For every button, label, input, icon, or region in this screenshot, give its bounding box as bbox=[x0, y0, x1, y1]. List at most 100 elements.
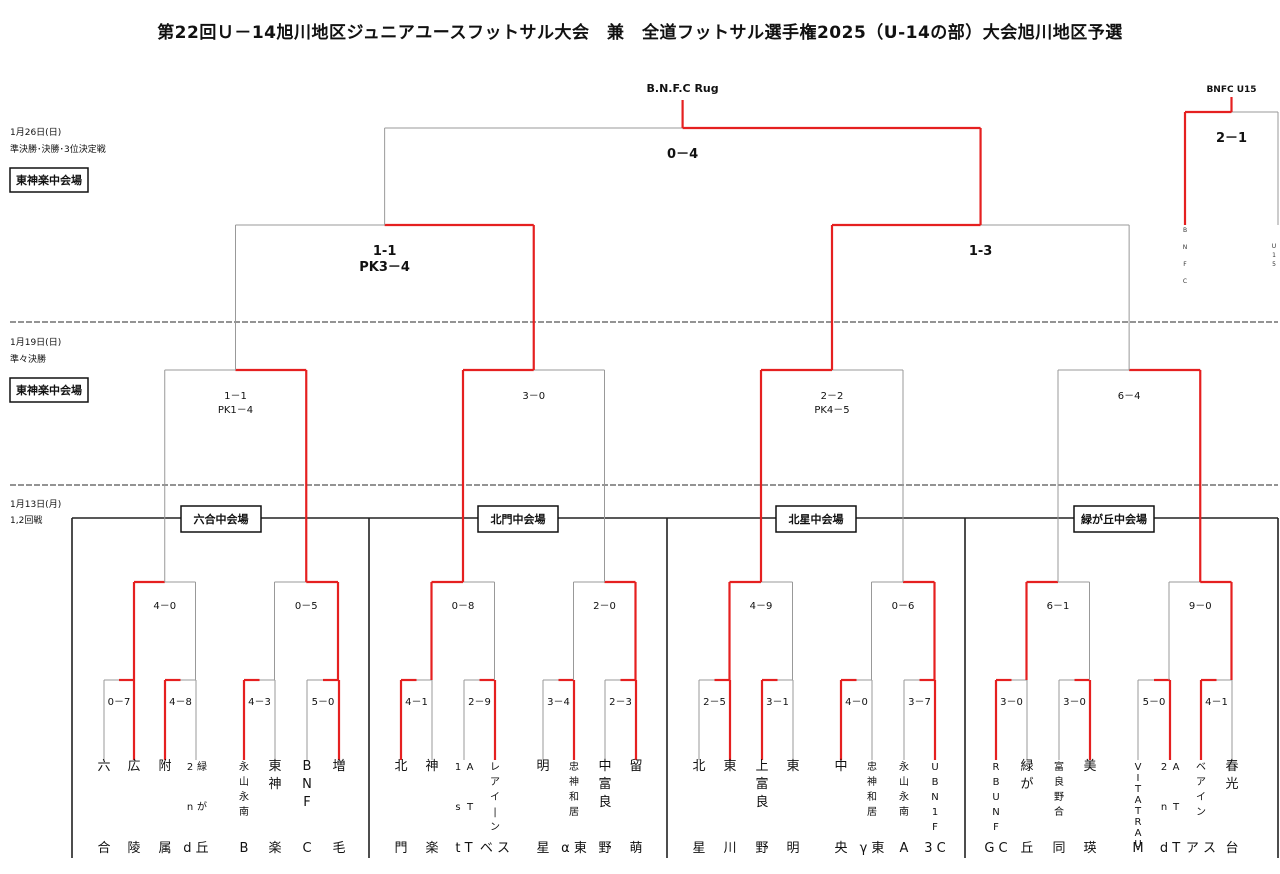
r2-score: 0－5 bbox=[295, 601, 318, 612]
team-char: 富 bbox=[755, 776, 768, 792]
venue-box: 北門中会場 bbox=[477, 505, 559, 533]
team-char: 永 bbox=[239, 790, 249, 803]
r1-score: 3－0 bbox=[1063, 697, 1086, 708]
side-team-char: U bbox=[1272, 243, 1276, 250]
round-date: 1月26日(日) bbox=[10, 127, 61, 138]
qf-pk-score: PK1－4 bbox=[218, 405, 253, 416]
team-char: 良 bbox=[598, 794, 611, 810]
r2-score: 0－8 bbox=[452, 601, 475, 612]
champion-label: B.N.F.C Rug bbox=[647, 82, 719, 95]
venue-rect bbox=[477, 505, 559, 533]
team-char: A bbox=[1135, 795, 1142, 806]
venue-label: 六合中会場 bbox=[194, 512, 249, 526]
r2-score: 2－0 bbox=[593, 601, 616, 612]
team-char: A bbox=[1135, 828, 1142, 839]
side-team-char: 1 bbox=[1272, 252, 1276, 259]
team-char: 上 bbox=[755, 759, 768, 774]
team-char: 広 bbox=[127, 759, 140, 774]
round-desc: 準々決勝 bbox=[10, 353, 46, 365]
side-team-char: N bbox=[1183, 244, 1188, 251]
team-char: | bbox=[493, 807, 496, 818]
team-char: が bbox=[1020, 777, 1033, 792]
team-char: 北 bbox=[394, 759, 407, 774]
team-char: ア bbox=[490, 777, 500, 788]
side-team-char: F bbox=[1183, 261, 1187, 268]
team-char: U bbox=[1134, 839, 1141, 850]
team-char: F bbox=[303, 795, 310, 810]
venue-label: 緑が丘中会場 bbox=[1081, 512, 1147, 526]
round-desc: 準決勝･決勝･3位決定戦 bbox=[10, 143, 106, 155]
venue-rect bbox=[775, 505, 857, 533]
team-char: 永 bbox=[899, 760, 909, 773]
team-name-bottom: 央 bbox=[834, 841, 847, 856]
side-team-char: B bbox=[1183, 227, 1187, 234]
r1-score: 4－1 bbox=[1205, 697, 1228, 708]
venue-label: 北門中会場 bbox=[491, 512, 546, 526]
r1-score: 4－3 bbox=[248, 697, 271, 708]
team-name-bottom: 属 bbox=[158, 841, 171, 856]
r1-score: 3－0 bbox=[1000, 697, 1023, 708]
round-venue-box: 東神楽中会場 bbox=[9, 377, 89, 403]
team-name-bottom: 萌 bbox=[629, 841, 642, 856]
team-char: が bbox=[197, 800, 207, 813]
side-team-char: 5 bbox=[1272, 261, 1276, 268]
team-char: 北 bbox=[692, 759, 705, 774]
team-char: U bbox=[931, 762, 938, 773]
r2-score: 0－6 bbox=[892, 601, 915, 612]
r1-score: 3－1 bbox=[766, 697, 789, 708]
team-name-bottom: d T bbox=[1160, 841, 1180, 856]
r2-score: 4－0 bbox=[153, 601, 176, 612]
team-char: U bbox=[992, 792, 999, 803]
round-venue-label: 東神楽中会場 bbox=[16, 383, 82, 397]
r1-score: 2－3 bbox=[609, 697, 632, 708]
team-char: T bbox=[1134, 806, 1142, 817]
team-char: イ bbox=[1196, 792, 1206, 803]
team-char: B bbox=[303, 759, 312, 774]
team-char: F bbox=[993, 822, 999, 833]
round-date: 1月13日(月) bbox=[10, 499, 61, 510]
team-char: 中 bbox=[834, 759, 847, 774]
team-char: A bbox=[1173, 762, 1180, 773]
team-char: 1 bbox=[455, 762, 461, 773]
team-char: B bbox=[993, 777, 1000, 788]
r1-score: 3－4 bbox=[547, 697, 570, 708]
r2-score: 6－1 bbox=[1047, 601, 1070, 612]
team-char: R bbox=[993, 762, 1000, 773]
team-name-bottom: 陵 bbox=[127, 841, 140, 856]
r2-score: 9－0 bbox=[1189, 601, 1212, 612]
team-char: B bbox=[932, 777, 939, 788]
team-char: 神 bbox=[569, 775, 579, 788]
venue-rect bbox=[1073, 505, 1155, 533]
team-name-bottom: 門 bbox=[394, 841, 407, 856]
team-char: 光 bbox=[1225, 777, 1238, 792]
team-name-bottom: M bbox=[1132, 841, 1143, 856]
team-name-bottom: γ 東 bbox=[860, 840, 885, 856]
team-name-bottom: A bbox=[900, 841, 909, 856]
team-char: 1 bbox=[932, 807, 938, 818]
r1-score: 4－8 bbox=[169, 697, 192, 708]
team-char: 永 bbox=[239, 760, 249, 773]
team-char: 山 bbox=[899, 776, 909, 788]
qf-score: 2－2 bbox=[821, 391, 844, 402]
r1-score: 4－0 bbox=[845, 697, 868, 708]
team-name-bottom: 瑛 bbox=[1083, 841, 1096, 856]
team-name-bottom: 毛 bbox=[332, 841, 345, 856]
qf-score: 3－0 bbox=[522, 391, 545, 402]
team-char: N bbox=[302, 777, 312, 792]
team-char: 2 bbox=[1161, 762, 1167, 773]
team-name-bottom: C bbox=[302, 841, 311, 856]
team-name-bottom: ベ ス bbox=[480, 841, 510, 856]
qf-score: 6－4 bbox=[1118, 391, 1141, 402]
team-name-bottom: 明 bbox=[786, 841, 799, 856]
team-char: 留 bbox=[629, 759, 642, 774]
team-char: I bbox=[1137, 773, 1140, 784]
team-char: 附 bbox=[158, 759, 171, 774]
team-char: ア bbox=[1196, 777, 1206, 788]
team-char: 居 bbox=[569, 806, 579, 818]
team-char: 南 bbox=[239, 805, 249, 818]
r1-score: 5－0 bbox=[1143, 697, 1166, 708]
team-char: イ bbox=[490, 792, 500, 803]
venue-rect bbox=[9, 167, 89, 193]
team-name-bottom: t T bbox=[455, 841, 472, 856]
